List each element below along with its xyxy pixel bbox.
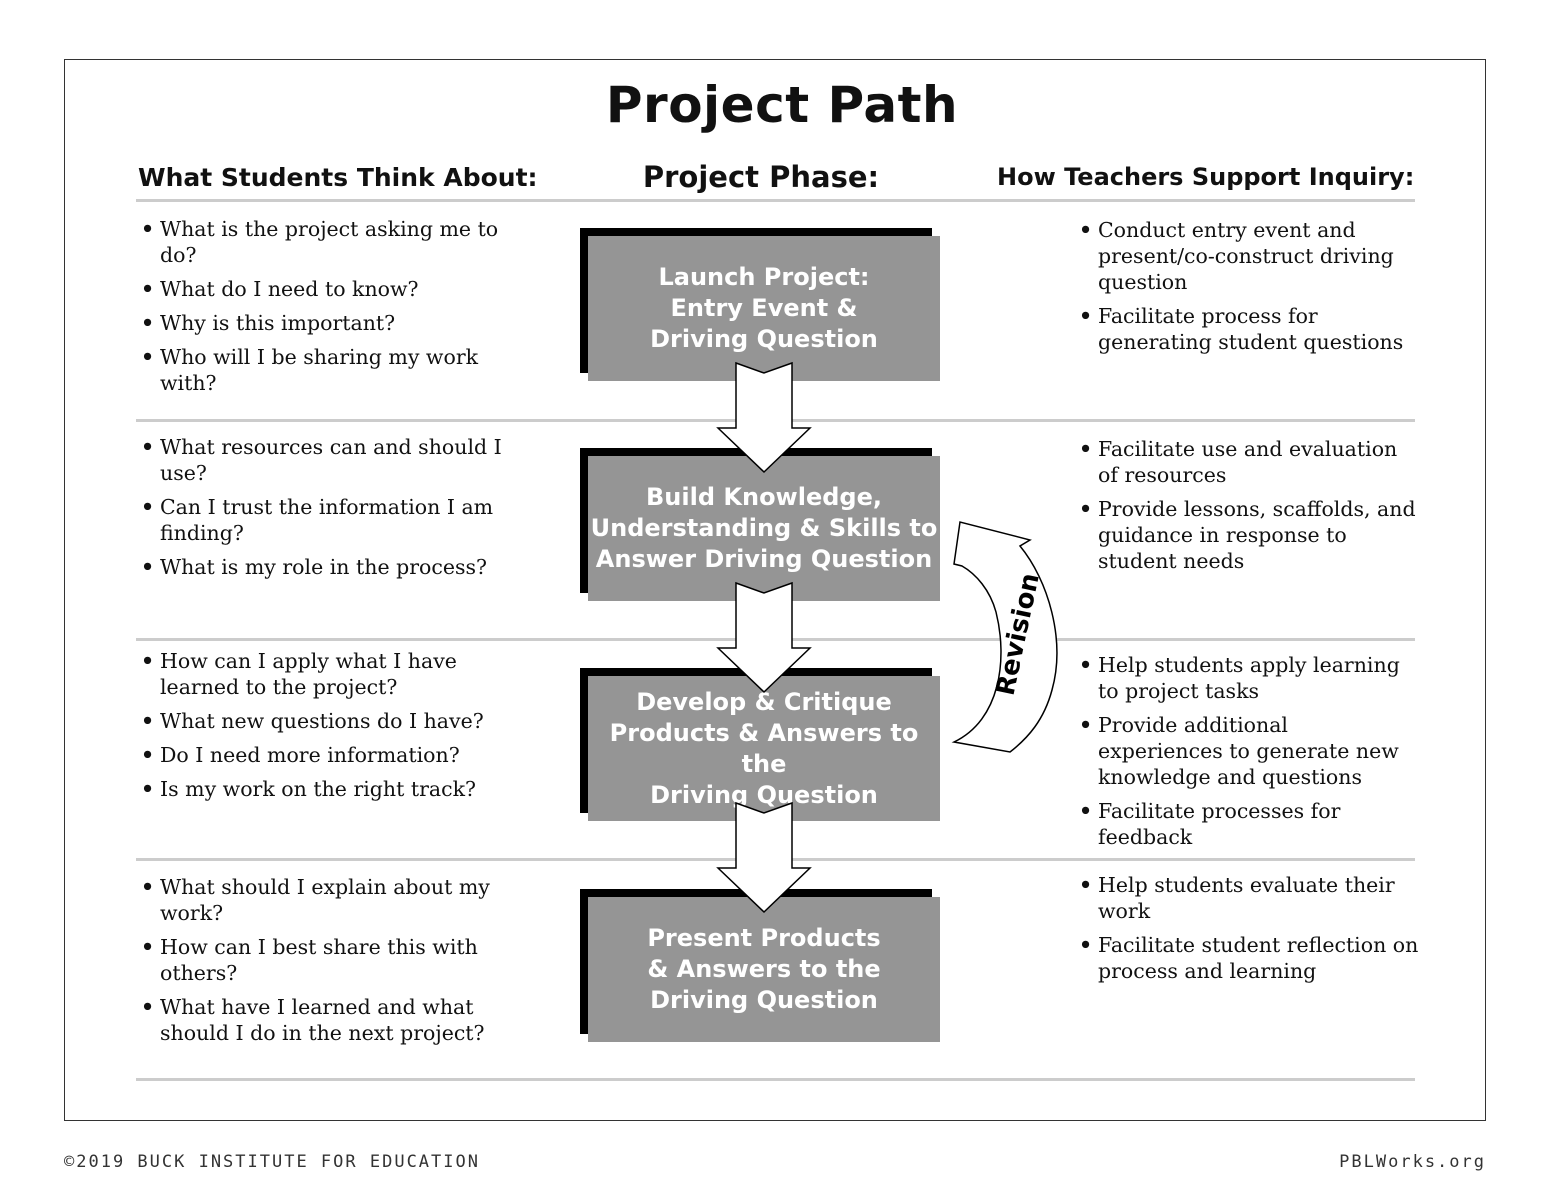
phase-label-line: Build Knowledge, [646, 483, 882, 511]
student-questions-launch: What is the project asking me to do? Wha… [141, 216, 541, 404]
student-question: How can I apply what I have learned to t… [141, 648, 541, 700]
down-arrow-icon [716, 801, 812, 914]
phase-box-present: Present Products & Answers to the Drivin… [588, 897, 940, 1042]
teacher-support-item: Facilitate student reflection on process… [1079, 932, 1419, 984]
phase-label-line: Entry Event & [670, 294, 858, 322]
teacher-support-present: Help students evaluate their work Facili… [1079, 872, 1419, 992]
website-footer: PBLWorks.org [1339, 1152, 1486, 1172]
down-arrow-icon [716, 581, 812, 694]
student-questions-build: What resources can and should I use? Can… [141, 434, 541, 588]
phase-label-line: Answer Driving Question [595, 545, 933, 573]
student-question: What is the project asking me to do? [141, 216, 541, 268]
diagram-frame [64, 59, 1486, 1121]
teacher-support-develop: Help students apply learning to project … [1079, 652, 1419, 858]
teacher-support-item: Conduct entry event and present/co-const… [1079, 217, 1419, 295]
student-question: What should I explain about my work? [141, 874, 541, 926]
student-question: What resources can and should I use? [141, 434, 541, 486]
page-title: Project Path [605, 76, 959, 134]
teacher-support-item: Facilitate process for generating studen… [1079, 303, 1419, 355]
teacher-support-item: Facilitate use and evaluation of resourc… [1079, 436, 1419, 488]
student-question: Do I need more information? [141, 742, 541, 768]
phase-label-line: Driving Question [650, 780, 878, 809]
student-question: What do I need to know? [141, 276, 541, 302]
teacher-support-item: Help students apply learning to project … [1079, 652, 1419, 704]
student-question: What new questions do I have? [141, 708, 541, 734]
phase-label-line: Driving Question [650, 325, 878, 353]
phase-label-line: Driving Question [650, 986, 878, 1014]
teacher-support-item: Provide additional experiences to genera… [1079, 712, 1419, 790]
student-question: Is my work on the right track? [141, 776, 541, 802]
divider-bottom [136, 1078, 1415, 1081]
column-header-teachers: How Teachers Support Inquiry: [997, 163, 1415, 191]
phase-label-line: Launch Project: [658, 263, 870, 291]
teacher-support-item: Provide lessons, scaffolds, and guidance… [1079, 496, 1419, 574]
student-question: Can I trust the information I am finding… [141, 494, 541, 546]
phase-label-line: Present Products [647, 924, 881, 952]
student-question: How can I best share this with others? [141, 934, 541, 986]
student-question: Who will I be sharing my work with? [141, 344, 541, 396]
revision-arrow-icon [951, 521, 1058, 753]
student-questions-develop: How can I apply what I have learned to t… [141, 648, 541, 810]
teacher-support-launch: Conduct entry event and present/co-const… [1079, 217, 1419, 363]
student-questions-present: What should I explain about my work? How… [141, 874, 541, 1054]
down-arrow-icon [716, 361, 812, 474]
teacher-support-build: Facilitate use and evaluation of resourc… [1079, 436, 1419, 582]
student-question: What is my role in the process? [141, 554, 541, 580]
teacher-support-item: Facilitate processes for feedback [1079, 798, 1419, 850]
phase-label-line: & Answers to the [647, 955, 881, 983]
phase-box-launch: Launch Project: Entry Event & Driving Qu… [588, 236, 940, 381]
phase-box-develop: Develop & Critique Products & Answers to… [588, 676, 940, 821]
student-question: What have I learned and what should I do… [141, 994, 541, 1046]
column-header-phase: Project Phase: [642, 160, 880, 194]
phase-label-line: Products & Answers to the [609, 718, 919, 778]
teacher-support-item: Help students evaluate their work [1079, 872, 1419, 924]
student-question: Why is this important? [141, 310, 541, 336]
divider-header [136, 199, 1415, 202]
phase-label-line: Understanding & Skills to [590, 514, 938, 542]
phase-box-build: Build Knowledge, Understanding & Skills … [588, 456, 940, 601]
column-header-students: What Students Think About: [138, 163, 538, 192]
copyright-footer: ©2019 BUCK INSTITUTE FOR EDUCATION [64, 1152, 480, 1172]
